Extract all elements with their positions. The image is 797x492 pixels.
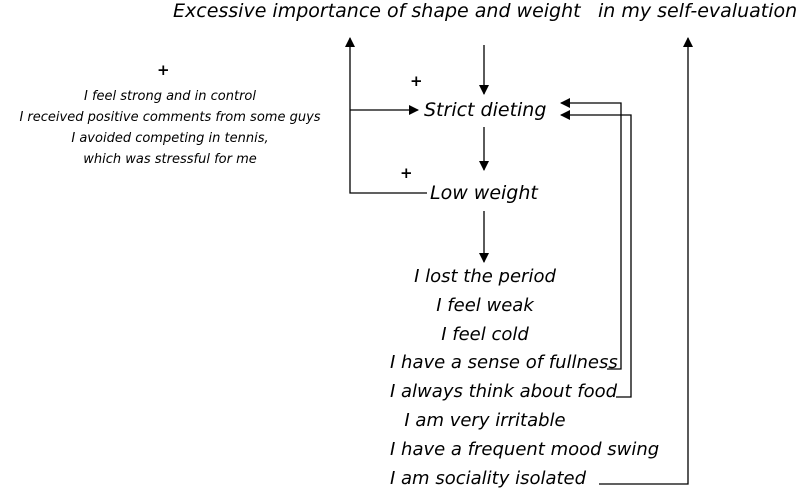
reinforcer-item: I received positive comments from some g… — [19, 110, 321, 125]
node-strict-dieting: Strict dieting — [424, 99, 547, 121]
reinforcer-item: I avoided competing in tennis, — [71, 131, 269, 146]
arrow-isolated-to-title — [599, 37, 693, 485]
symptom-item: I always think about food — [390, 381, 618, 402]
symptom-item: I feel cold — [441, 324, 529, 345]
symptom-item: I am sociality isolated — [390, 468, 587, 489]
symptom-item: I feel weak — [436, 295, 534, 316]
arrow-fullness-to-strict-dieting — [560, 98, 622, 370]
node-low-weight: Low weight — [430, 182, 538, 204]
arrow-food-to-strict-dieting — [560, 110, 632, 398]
symptom-item: I am very irritable — [404, 410, 566, 431]
title-left: Excessive importance of shape and weight — [173, 0, 581, 22]
reinforcers-plus-sign: + — [157, 61, 170, 79]
title-right: in my self-evaluation — [598, 0, 797, 22]
strict-dieting-plus-sign: + — [410, 72, 423, 90]
low-weight-plus-sign: + — [400, 164, 413, 182]
reinforcer-item: I feel strong and in control — [84, 89, 256, 104]
symptom-item: I have a sense of fullness — [390, 352, 618, 373]
arrow-low-weight-to-title — [345, 37, 427, 194]
reinforcer-item: which was stressful for me — [83, 152, 257, 167]
symptom-item: I lost the period — [414, 266, 556, 287]
